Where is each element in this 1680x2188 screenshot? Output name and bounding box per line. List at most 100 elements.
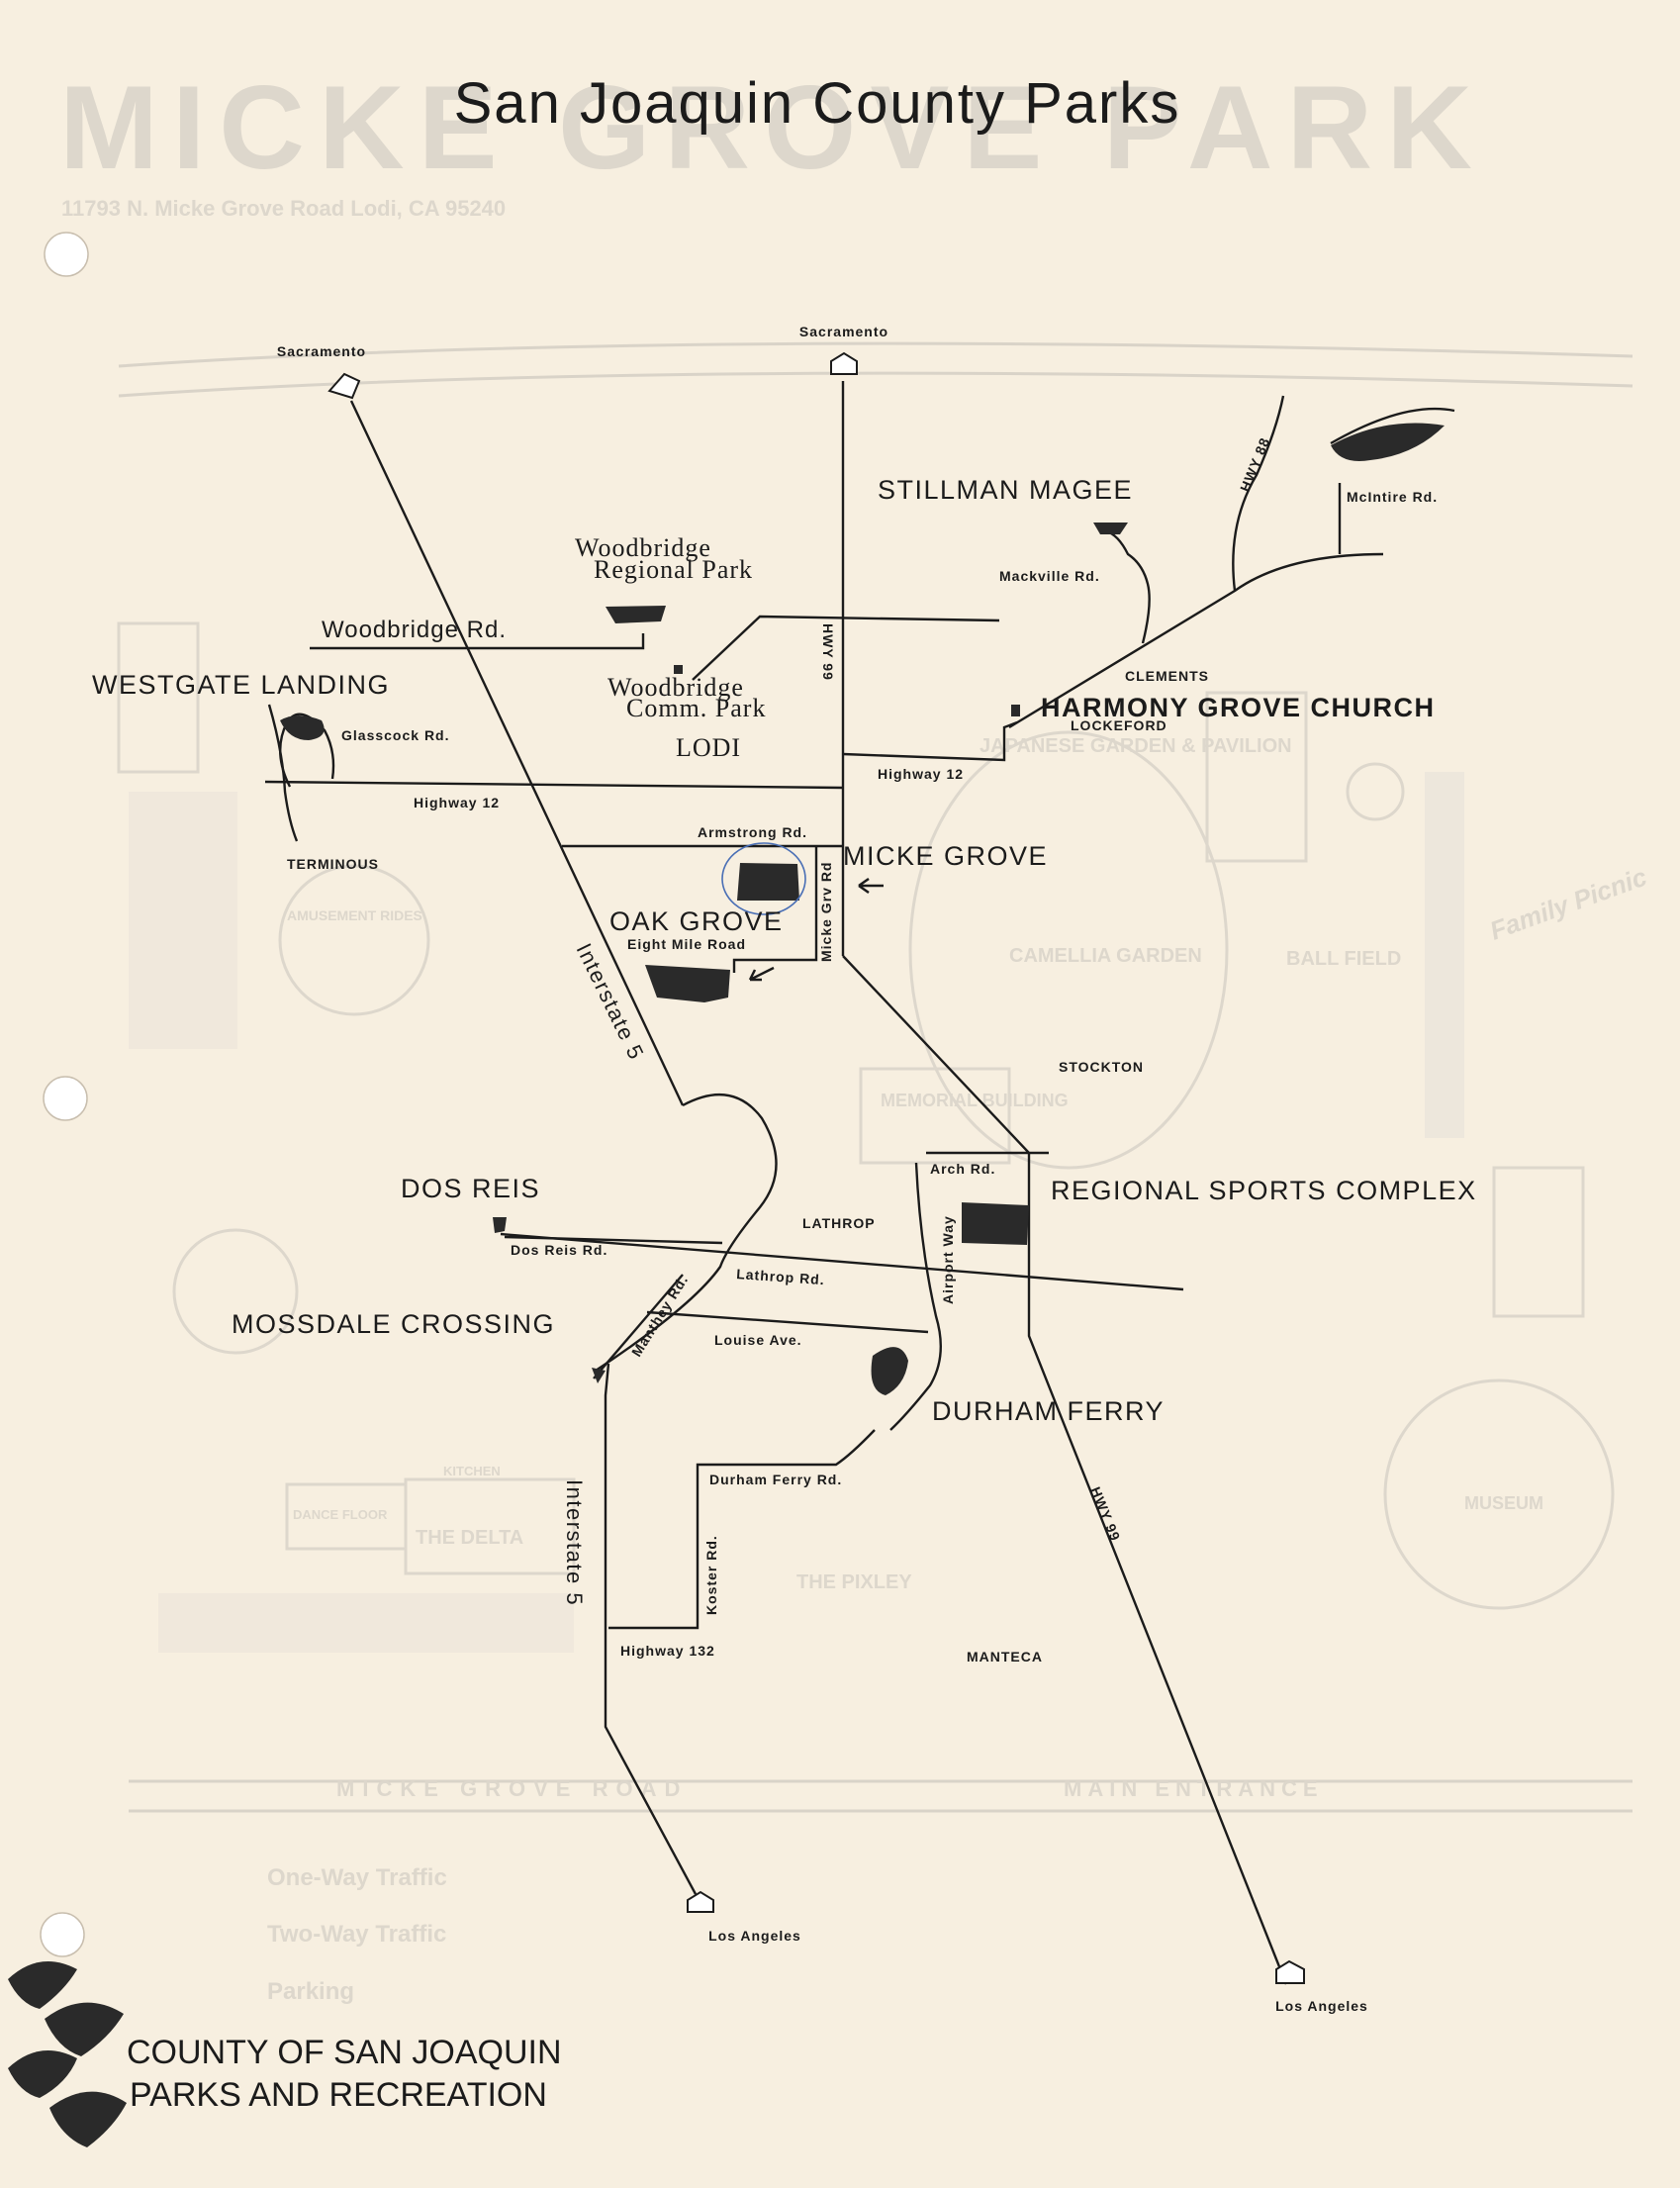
durham-ferry-koster-road: [608, 1429, 876, 1630]
label-lathrop-rd: Lathrop Rd.: [736, 1266, 825, 1287]
oak-grove-park-shape[interactable]: [645, 965, 730, 1002]
background-label-amusement-rides: AMUSEMENT RIDES: [287, 907, 422, 923]
logo-leaf-2: [45, 2002, 124, 2056]
label-woodbridge-comm-1: Woodbridge: [607, 673, 744, 702]
label-lodi: LODI: [676, 733, 741, 762]
hwy-88-upper: [1232, 395, 1285, 592]
background-label-the-pixley: THE PIXLEY: [796, 1571, 912, 1593]
highway-12-east: [842, 720, 1018, 762]
label-oak-grove: OAK GROVE: [609, 906, 784, 936]
westgate-river-road: [267, 704, 299, 842]
dos-reis-park-shape[interactable]: [493, 1217, 507, 1233]
logo-leaf-4: [49, 2091, 127, 2147]
louise-avenue: [646, 1310, 929, 1334]
label-arch-rd: Arch Rd.: [930, 1161, 995, 1177]
background-handwritten-note: Family Picnic: [1486, 861, 1651, 945]
label-airport-way: Airport Way: [940, 1215, 956, 1304]
background-building-2: [1205, 691, 1308, 863]
label-durham-ferry-rd: Durham Ferry Rd.: [709, 1472, 842, 1487]
background-label-main-entrance: MAIN ENTRANCE: [1064, 1776, 1324, 1801]
label-terminous: TERMINOUS: [287, 856, 379, 872]
background-legend-parking: Parking: [267, 1978, 354, 2005]
background-legend-two-way: Two-Way Traffic: [267, 1921, 446, 1948]
label-hwy-99-north: HWY 99: [820, 623, 836, 681]
durham-ferry-park-shape[interactable]: [871, 1347, 908, 1395]
hwy-99-south: [842, 955, 1288, 1985]
background-label-ball-field: BALL FIELD: [1286, 948, 1401, 970]
binder-hole-bottom: [40, 1912, 85, 1957]
background-amusement-rides: [278, 864, 430, 1016]
label-armstrong-rd: Armstrong Rd.: [698, 824, 807, 840]
label-hwy-99-south: HWY 99: [1087, 1484, 1124, 1544]
binder-hole-middle: [43, 1076, 88, 1121]
page-title: San Joaquin County Parks: [454, 71, 1181, 136]
label-eight-mile-road: Eight Mile Road: [627, 936, 746, 952]
label-stockton: STOCKTON: [1059, 1059, 1144, 1075]
background-label-the-delta: THE DELTA: [416, 1527, 523, 1549]
label-highway-12-west: Highway 12: [414, 795, 500, 810]
westgate-landing-park-shape[interactable]: [280, 715, 325, 740]
label-woodbridge-comm-2: Comm. Park: [626, 694, 766, 722]
highway-12-west: [264, 780, 844, 790]
footer-line-2: PARKS AND RECREATION: [130, 2076, 547, 2114]
hwy-88-lower: [1008, 552, 1384, 729]
background-park-map: MICKE GROVE PARK 11793 N. Micke Grove Ro…: [59, 61, 1651, 2005]
woodbridge-regional-park-shape[interactable]: [606, 606, 666, 623]
micke-grove-park-shape[interactable]: [737, 863, 799, 901]
woodbridge-comm-park-shape[interactable]: [674, 665, 683, 674]
label-mossdale-crossing: MOSSDALE CROSSING: [232, 1309, 555, 1339]
label-interstate-5-lower: Interstate 5: [562, 1479, 587, 1606]
footer-line-1: COUNTY OF SAN JOAQUIN: [127, 2034, 562, 2071]
woodbridge-road-east: [692, 615, 1000, 681]
harmony-grove-church-marker[interactable]: [1011, 705, 1020, 716]
background-road-top-2: [118, 371, 1633, 398]
road-network: [264, 381, 1384, 1985]
stillman-magee-park-shape[interactable]: [1331, 423, 1445, 462]
binder-hole-top: [44, 232, 89, 277]
background-label-japanese-garden: JAPANESE GARDEN & PAVILION: [980, 735, 1292, 757]
label-lockeford: LOCKEFORD: [1071, 717, 1167, 733]
micke-grove-road: [732, 846, 818, 973]
mackville-road: [1105, 529, 1151, 644]
interstate-5-north: [349, 400, 685, 1106]
label-westgate-landing: WESTGATE LANDING: [92, 670, 390, 700]
label-stillman-magee: STILLMAN MAGEE: [878, 475, 1133, 505]
background-parking-1: [1425, 772, 1464, 1138]
label-woodbridge-regional-2: Regional Park: [594, 555, 753, 584]
label-louise-ave: Louise Ave.: [714, 1332, 802, 1348]
sacramento-arrow-west: [327, 372, 361, 400]
label-mackville-rd: Mackville Rd.: [999, 568, 1100, 584]
airport-way: [889, 1162, 942, 1431]
background-building-3: [1492, 1166, 1585, 1318]
label-dos-reis-rd: Dos Reis Rd.: [511, 1242, 607, 1258]
oak-grove-pointer-arrow: [748, 966, 775, 982]
stillman-magee-river: [1330, 407, 1455, 445]
label-north-west: Sacramento: [277, 343, 366, 359]
mossdale-crossing-marker[interactable]: [592, 1368, 606, 1383]
los-angeles-arrow-east: [1275, 1959, 1305, 1984]
label-koster-rd: Koster Rd.: [703, 1535, 719, 1615]
label-regional-sports-complex: REGIONAL SPORTS COMPLEX: [1051, 1176, 1477, 1205]
micke-grove-circled-mark: [721, 842, 806, 915]
label-clements: CLEMENTS: [1125, 668, 1209, 684]
county-logo: [8, 1961, 127, 2147]
direction-markers: [327, 351, 1305, 1984]
label-durham-ferry: DURHAM FERRY: [932, 1396, 1165, 1426]
background-address: 11793 N. Micke Grove Road Lodi, CA 95240: [61, 196, 506, 221]
background-playground: [1346, 762, 1405, 821]
background-loop-road: [908, 730, 1229, 1170]
label-interstate-5-upper: Interstate 5: [572, 939, 650, 1064]
label-mcintire-rd: McIntire Rd.: [1347, 489, 1438, 505]
label-highway-132: Highway 132: [620, 1643, 715, 1659]
background-picnic-circle: [172, 1228, 299, 1355]
label-north-east: Sacramento: [799, 324, 888, 339]
background-building-1: [117, 621, 200, 774]
lathrop-road: [500, 1232, 1184, 1291]
background-label-micke-grove-road: MICKE GROVE ROAD: [336, 1776, 688, 1801]
manthey-road: [593, 1274, 684, 1379]
background-parking-2: [129, 792, 237, 1049]
background-label-kitchen: KITCHEN: [443, 1464, 501, 1478]
regional-sports-complex-shape[interactable]: [962, 1202, 1029, 1245]
stillman-magee-dam-marker[interactable]: [1093, 523, 1128, 534]
